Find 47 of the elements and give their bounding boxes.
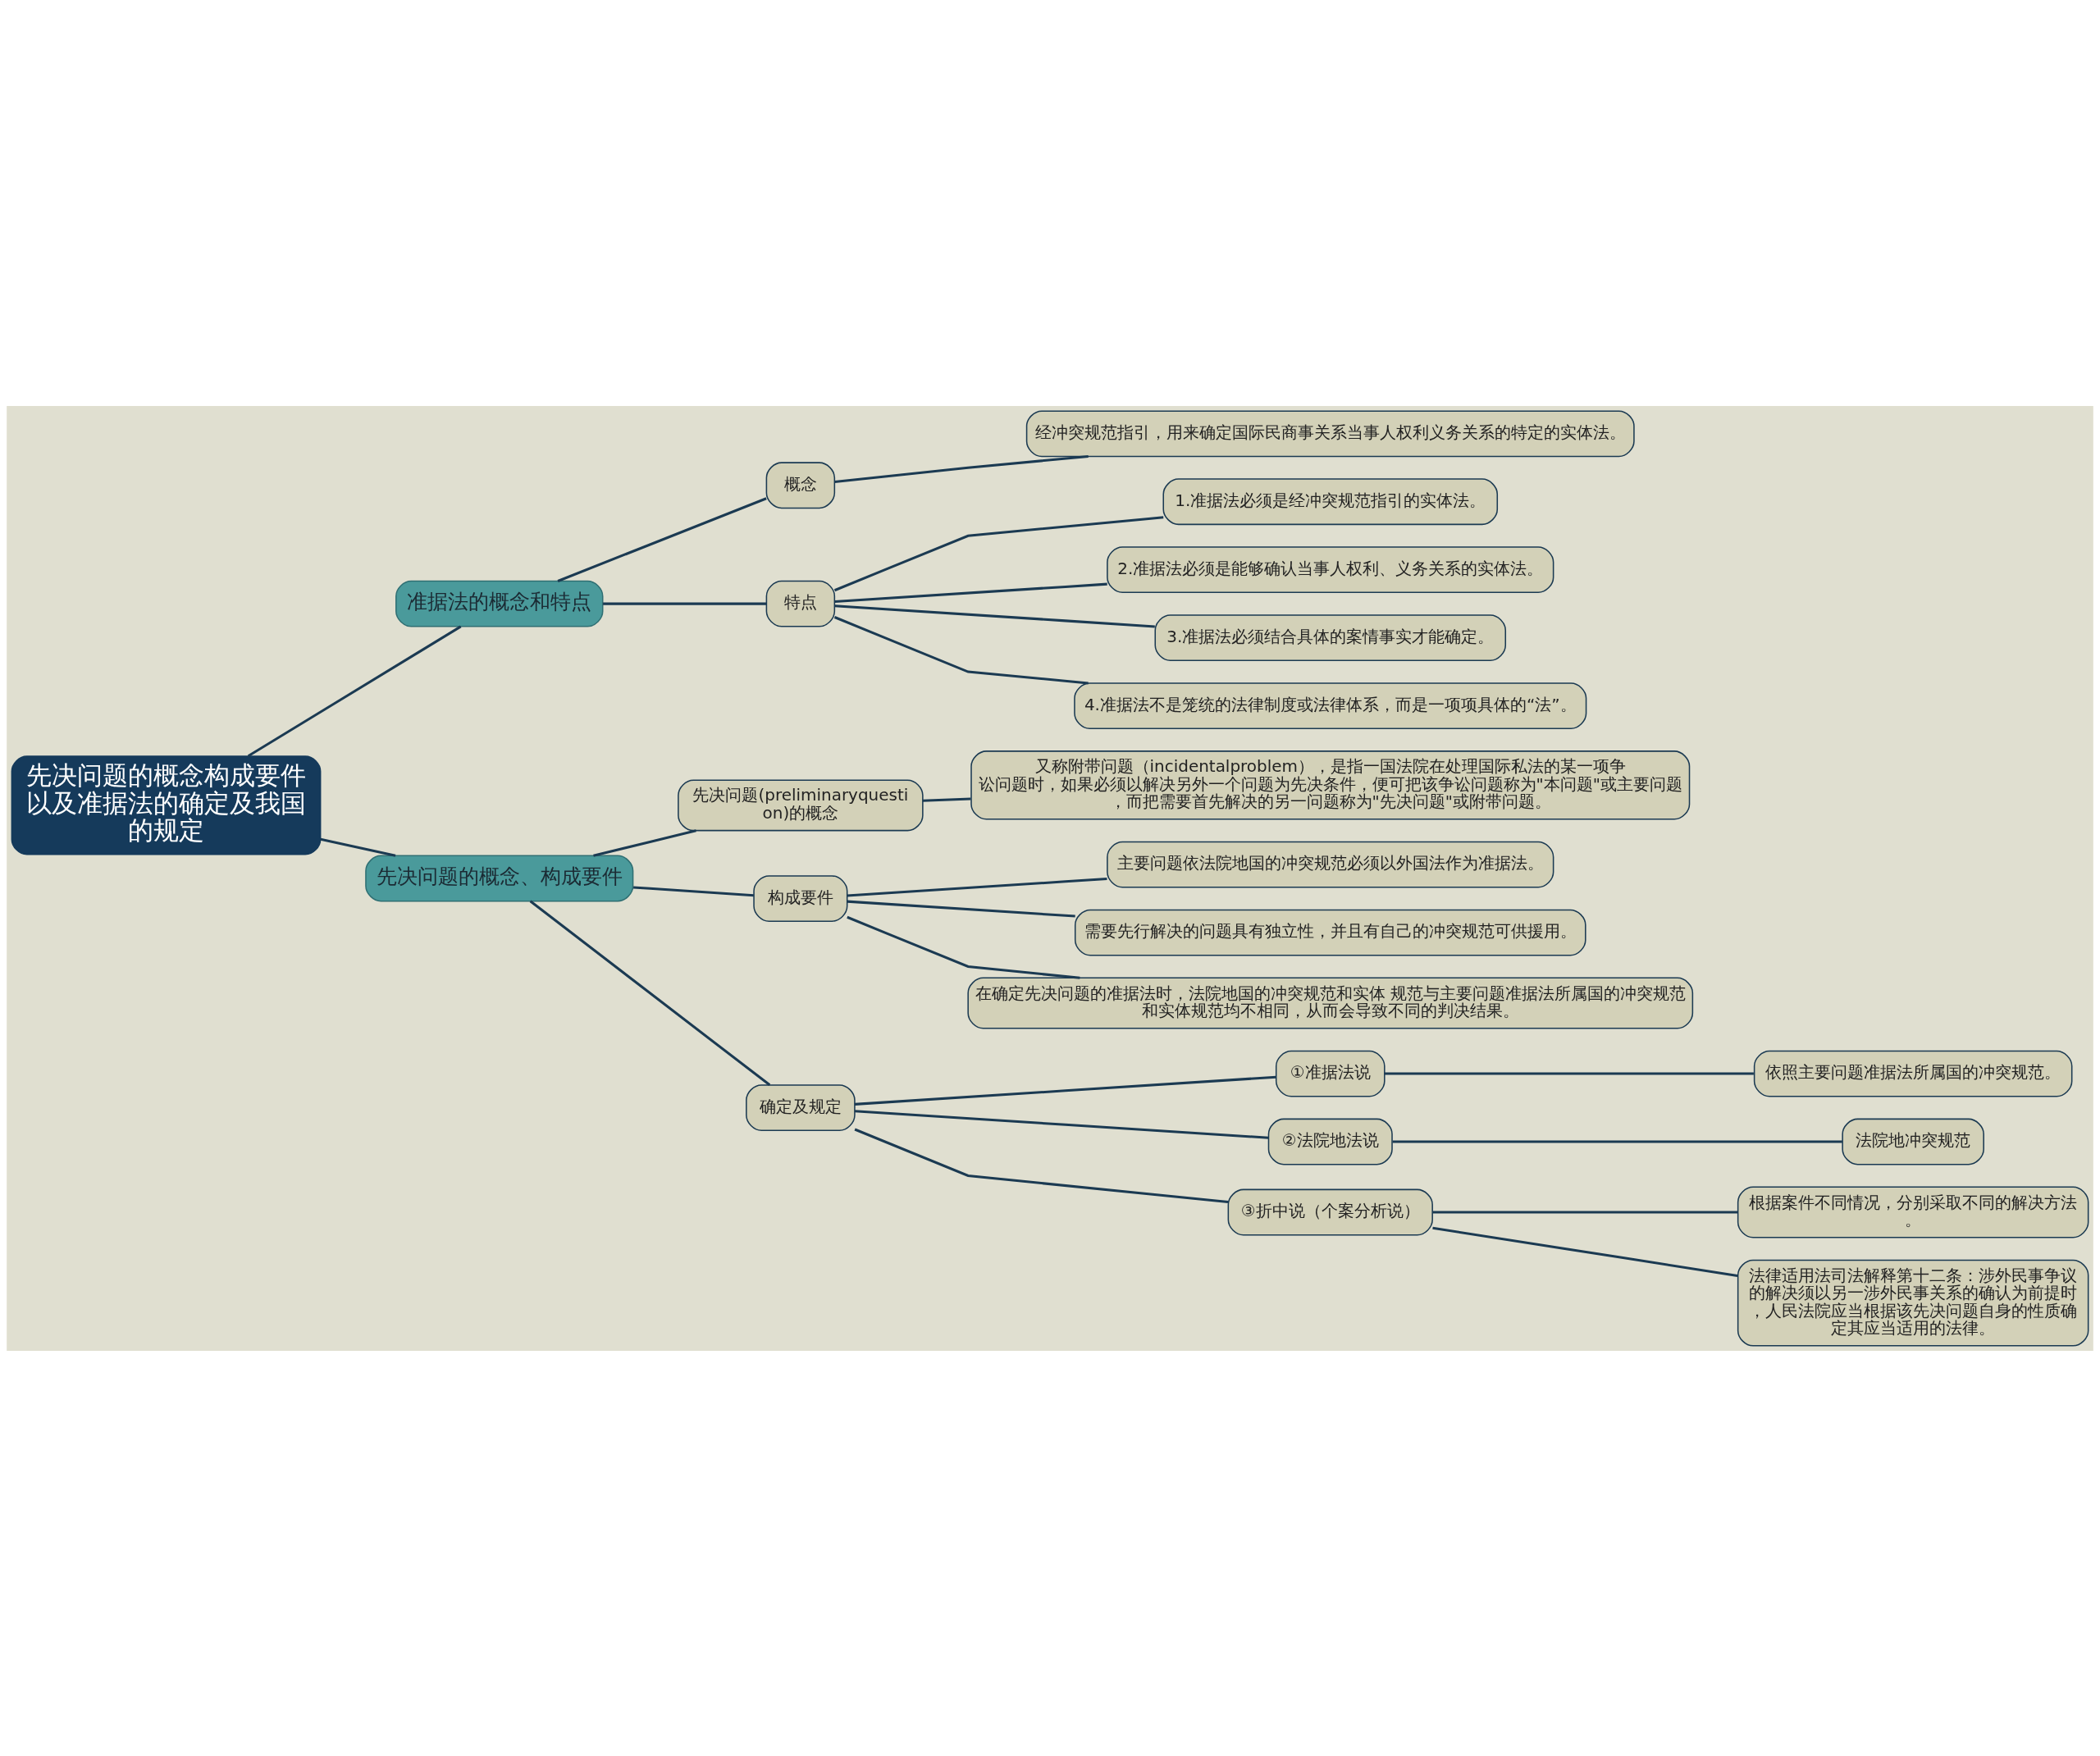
connector <box>1432 1226 1738 1277</box>
connector <box>854 1075 1276 1106</box>
connector <box>320 837 396 857</box>
connector <box>833 515 1164 591</box>
connector <box>854 1109 1269 1139</box>
node-box: 依照主要问题准据法所属国的冲突规范。 <box>1753 1050 2073 1097</box>
node-box: 1.准据法必须是经冲突规范指引的实体法。 <box>1162 477 1499 525</box>
connector <box>1432 1211 1738 1214</box>
node-box: 先决问题(preliminaryquestion)的概念 <box>678 778 924 831</box>
node-box: 先决问题的概念构成要件以及准据法的确定及我国的规定 <box>11 755 322 855</box>
node-box: ③折中说（个案分析说） <box>1227 1188 1433 1235</box>
node-box: 主要问题依法院地国的冲突规范必须以外国法作为准据法。 <box>1107 841 1554 887</box>
connector <box>247 625 462 757</box>
node-box: ②法院地法说 <box>1267 1118 1393 1165</box>
node-box: 3.准据法必须结合具体的案情事实才能确定。 <box>1154 613 1507 661</box>
node-box: 又称附带问题（incidentalproblem），是指一国法院在处理国际私法的某一项争讼问题时，如果必须以解决另外一个问题为先决条件，便可把该争讼问题称为"本问题"或主要问题，而把需要首先解决的另一问题称为"先决问题"或附带问题。 <box>970 750 1691 820</box>
connector <box>847 915 1080 979</box>
connector <box>922 797 971 802</box>
node-box: 根据案件不同情况，分别采取不同的解决方法。 <box>1737 1186 2089 1238</box>
node-box: 法律适用法司法解释第十二条：涉外民事争议的解决须以另一涉外民事关系的确认为前提时，人民法院应当根据该先决问题自身的性质确定其应当适用的法律。 <box>1737 1259 2089 1347</box>
node-box: 经冲突规范指引，用来确定国际民商事关系当事人权利义务关系的特定的实体法。 <box>1025 409 1635 457</box>
connector <box>833 615 1089 684</box>
connector <box>1392 1140 1842 1143</box>
connector <box>834 582 1107 603</box>
connector <box>557 496 767 582</box>
connector <box>633 885 754 896</box>
node-box: 4.准据法不是笼统的法律制度或法律体系，而是一项项具体的“法”。 <box>1074 682 1587 729</box>
node-box: 准据法的概念和特点 <box>395 580 604 627</box>
node-box: 在确定先决问题的准据法时，法院地国的冲突规范和实体 规范与主要问题准据法所属国的冲突规范和实体规范均不相同，从而会导致不同的判决结果。 <box>967 977 1694 1029</box>
node-box: ①准据法说 <box>1275 1050 1386 1097</box>
connector <box>529 900 771 1086</box>
node-box: 确定及规定 <box>746 1083 856 1131</box>
node-box: 概念 <box>765 461 836 509</box>
node-box: 构成要件 <box>753 874 848 922</box>
node-box: 先决问题的概念、构成要件 <box>365 855 634 901</box>
connector <box>834 454 1089 483</box>
node-box: 特点 <box>765 580 836 627</box>
connector <box>847 877 1107 897</box>
node-box: 2.准据法必须是能够确认当事人权利、义务关系的实体法。 <box>1107 545 1554 593</box>
connector <box>603 602 767 605</box>
connector <box>1384 1072 1754 1075</box>
node-box: 需要先行解决的问题具有独立性，并且有自己的冲突规范可供援用。 <box>1074 909 1586 956</box>
connector <box>847 900 1075 918</box>
connector <box>854 1128 1229 1203</box>
node-box: 法院地冲突规范 <box>1842 1118 1984 1165</box>
connector <box>834 604 1155 627</box>
connector <box>593 828 696 857</box>
